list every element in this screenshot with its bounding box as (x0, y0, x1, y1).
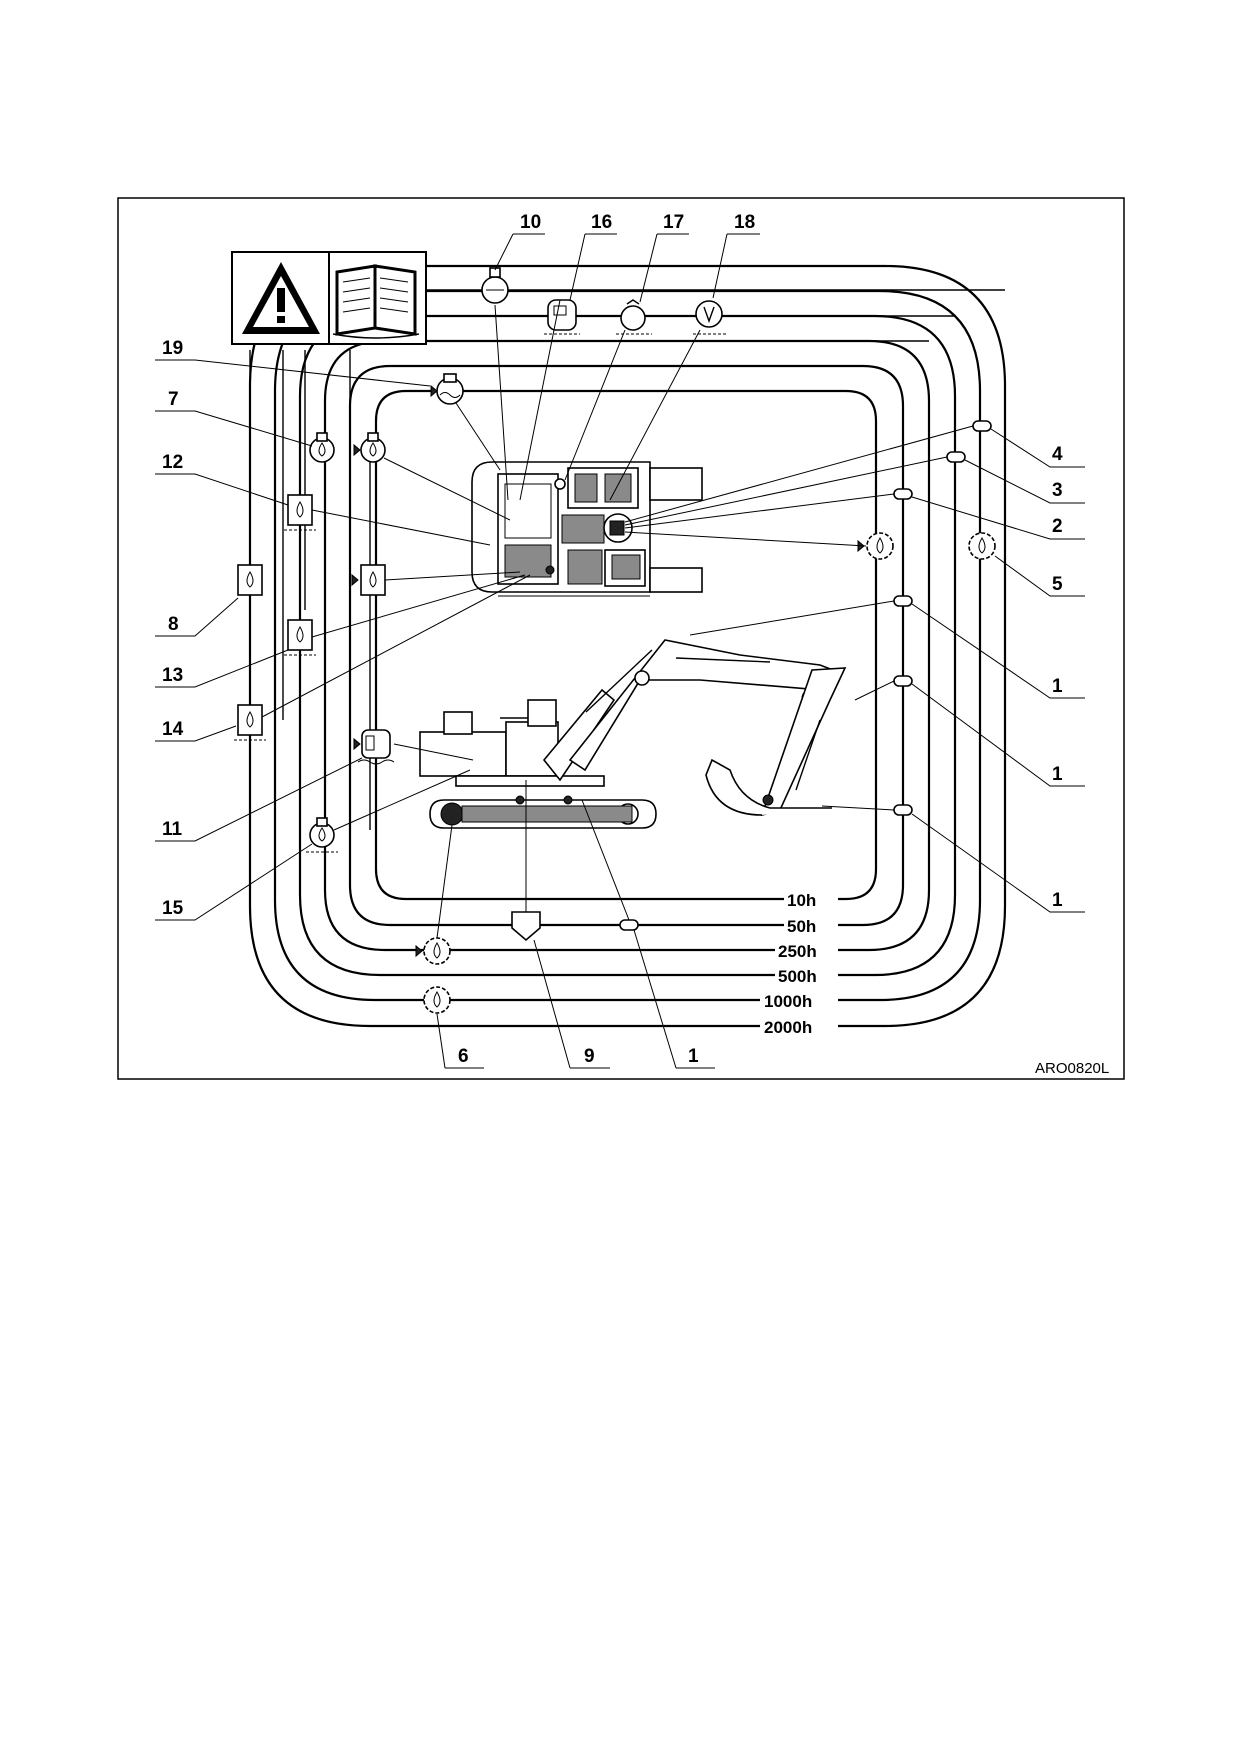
interval-label-500h: 500h (778, 967, 817, 986)
callout-1d: 1 (688, 1046, 699, 1067)
water-separator-icon (353, 729, 395, 765)
callout-2: 2 (1052, 516, 1063, 537)
excavator-top-view (471, 461, 703, 597)
engine-oil-change-icon (306, 817, 338, 853)
callout-4: 4 (1052, 444, 1063, 465)
callout-10: 10 (520, 212, 541, 233)
figure-code: ARO0820L (1035, 1060, 1109, 1077)
callout-15: 15 (162, 898, 184, 919)
callout-9: 9 (584, 1046, 595, 1067)
callout-1b: 1 (1052, 764, 1063, 785)
gear-oil-icon (415, 937, 451, 1014)
callout-11: 11 (162, 819, 183, 840)
oil-level-icon (481, 267, 509, 304)
callout-8: 8 (168, 614, 179, 635)
interval-label-10h: 10h (787, 891, 816, 910)
tank-drain-icon (284, 619, 316, 656)
operator-manual-icon (332, 264, 420, 339)
callout-1c: 1 (1052, 890, 1063, 911)
circulation-icon (616, 299, 652, 335)
callout-12: 12 (162, 452, 183, 473)
filter-icon (693, 300, 727, 335)
callout-6: 6 (458, 1046, 469, 1067)
tank-oil-icon (237, 564, 386, 596)
interval-labels: 10h 50h 250h 500h 1000h 2000h (762, 888, 838, 1037)
grease-icon (511, 911, 541, 942)
interval-label-1000h: 1000h (764, 992, 812, 1011)
interval-tracks (248, 264, 1007, 1028)
callout-14: 14 (162, 719, 184, 740)
callouts: 10 16 17 18 19 7 12 8 13 14 11 15 4 3 2 … (155, 212, 1085, 1069)
tank-filter-icon (234, 704, 266, 741)
track-2000h (248, 264, 1007, 1028)
callout-1a: 1 (1052, 676, 1063, 697)
interval-label-2000h: 2000h (764, 1018, 812, 1037)
safety-panel (231, 251, 427, 345)
swing-gear-icon (857, 532, 996, 560)
interval-label-50h: 50h (787, 917, 816, 936)
engine-oil-icon (309, 432, 386, 463)
track-50h (348, 364, 905, 927)
cooling-icon (430, 373, 464, 405)
callout-5: 5 (1052, 574, 1063, 595)
top-rows (426, 289, 1005, 342)
track-1000h (273, 289, 982, 1002)
warning-icon (242, 262, 320, 334)
interval-label-250h: 250h (778, 942, 817, 961)
callout-7: 7 (168, 389, 179, 410)
callout-19: 19 (162, 338, 183, 359)
callout-16: 16 (591, 212, 612, 233)
leader-lines (261, 299, 974, 939)
callout-3: 3 (1052, 480, 1063, 501)
track-10h (374, 389, 878, 901)
callout-13: 13 (162, 665, 183, 686)
callout-18: 18 (734, 212, 755, 233)
callout-17: 17 (663, 212, 684, 233)
hydraulic-tank-icon (284, 494, 316, 531)
